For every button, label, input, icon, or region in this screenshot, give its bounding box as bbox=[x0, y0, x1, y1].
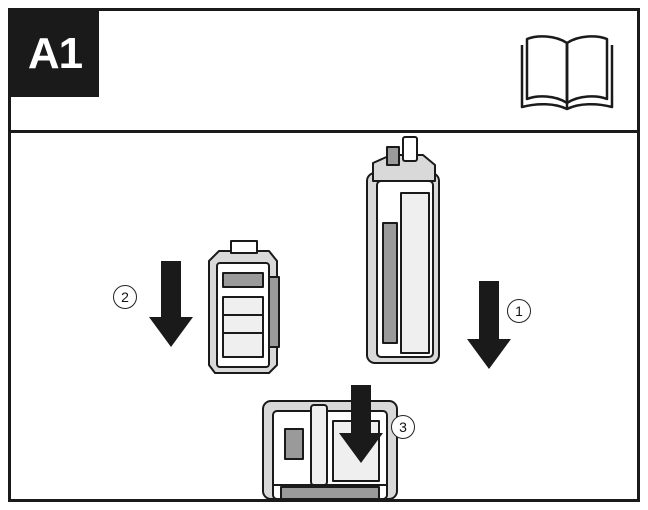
illustration-area: 1 2 3 bbox=[11, 133, 637, 499]
open-book-icon bbox=[520, 35, 614, 111]
charging-base bbox=[262, 400, 398, 499]
instruction-panel: A1 bbox=[8, 8, 640, 502]
callout-step-2: 2 bbox=[113, 285, 137, 309]
device-unit bbox=[366, 136, 440, 364]
callout-step-3: 3 bbox=[391, 415, 415, 439]
arrow-down-step-3 bbox=[339, 385, 383, 463]
panel-header: A1 bbox=[11, 11, 637, 133]
step-badge: A1 bbox=[11, 11, 99, 97]
arrow-down-step-2 bbox=[149, 261, 193, 347]
assembly-illustration bbox=[149, 136, 511, 499]
callout-step-1: 1 bbox=[507, 299, 531, 323]
battery-pack bbox=[208, 240, 280, 374]
arrow-down-step-1 bbox=[467, 281, 511, 369]
